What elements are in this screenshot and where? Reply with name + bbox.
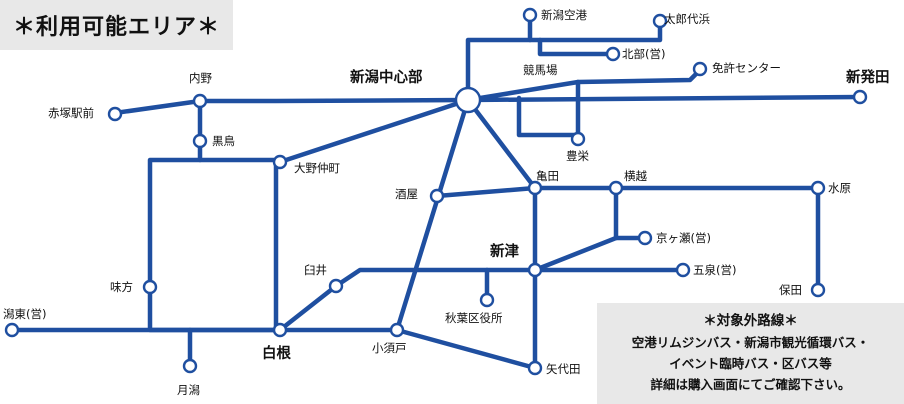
bus-routes <box>9 13 863 371</box>
label-kata-higashi: 潟東(営) <box>3 307 46 321</box>
route-kyogase <box>613 185 648 241</box>
stop-shibata[interactable] <box>852 89 868 105</box>
stop-niigata-center[interactable] <box>454 86 482 114</box>
route-hoei <box>465 79 581 141</box>
note-line-1: 空港リムジンバス・新潟市観光循環バス・ <box>631 335 870 350</box>
route-menkyo <box>575 67 703 85</box>
stop-ajikata[interactable] <box>142 279 158 295</box>
route-center-ohno <box>277 97 471 165</box>
label-kurotori: 黒鳥 <box>212 134 235 148</box>
route-usui-gosen <box>277 267 686 333</box>
stop-akiha-ward[interactable] <box>479 292 495 308</box>
label-hokubu: 北部(営) <box>622 47 665 61</box>
stop-niitsu[interactable] <box>527 262 543 278</box>
label-suibara: 水原 <box>828 181 851 195</box>
label-kosudo: 小須戸 <box>372 341 407 355</box>
stop-yasuda[interactable] <box>810 282 826 298</box>
stop-uchino[interactable] <box>192 93 208 109</box>
label-akatsuka: 赤塚駅前 <box>48 106 94 120</box>
excluded-routes-note: ＊対象外路線＊ 空港リムジンバス・新潟市観光循環バス・ イベント臨時バス・区バス… <box>597 303 904 404</box>
label-akiha-ward: 秋葉区役所 <box>445 311 503 325</box>
stop-kyogase[interactable] <box>637 230 653 246</box>
stop-taroudai-hama[interactable] <box>652 13 668 29</box>
station-labels: 新潟中心部 新潟空港 太郎代浜 北部(営) 競馬場 免許センター 新発田 豊栄 … <box>3 8 890 397</box>
label-menkyo-center: 免許センター <box>712 61 781 75</box>
label-sakaya: 酒屋 <box>395 187 418 201</box>
label-niigata-airport: 新潟空港 <box>541 8 587 22</box>
map-title: ＊利用可能エリア＊ <box>12 15 220 40</box>
route-akatsuka-shibata <box>112 94 863 116</box>
stop-ohnonakamachi[interactable] <box>272 154 288 170</box>
stop-yokogoshi[interactable] <box>608 180 624 196</box>
label-niitsu: 新津 <box>490 242 519 260</box>
label-shirone: 白根 <box>262 344 291 362</box>
stop-suibara[interactable] <box>810 180 826 196</box>
label-taroudai-hama: 太郎代浜 <box>664 12 710 26</box>
route-loop-west <box>147 157 279 333</box>
label-hoei: 豊栄 <box>566 149 589 163</box>
note-title: ＊対象外路線＊ <box>703 313 798 329</box>
route-niitsu-yokogoshi <box>532 235 619 273</box>
label-yashirota: 矢代田 <box>546 362 581 376</box>
stop-yashirota[interactable] <box>527 360 543 376</box>
stop-usui[interactable] <box>328 278 344 294</box>
bus-stops <box>4 7 868 376</box>
stop-gosen[interactable] <box>675 262 691 278</box>
stop-kosudo[interactable] <box>389 322 405 338</box>
route-hoei-loop <box>516 95 581 138</box>
route-hokubu <box>537 37 616 57</box>
stop-sakaya[interactable] <box>429 188 445 204</box>
note-line-3: 詳細は購入画面にてご確認下さい。 <box>650 377 851 392</box>
stop-menkyo-center[interactable] <box>692 61 708 77</box>
stop-shirone[interactable] <box>272 322 288 338</box>
route-taroudai <box>527 19 663 43</box>
stop-tsukigata[interactable] <box>182 358 198 374</box>
stop-kata-higashi[interactable] <box>4 322 20 338</box>
label-shibata: 新発田 <box>846 68 890 86</box>
label-ohnonakamachi: 大野仲町 <box>294 161 340 175</box>
label-kyogase: 京ヶ瀬(営) <box>656 231 711 245</box>
label-usui: 臼井 <box>304 263 327 277</box>
route-sakaya-suibara <box>434 185 821 293</box>
route-center-kameda <box>465 97 538 191</box>
route-airport-trunk <box>465 13 533 103</box>
label-keibajo: 競馬場 <box>523 63 558 77</box>
stop-kurotori[interactable] <box>192 133 208 149</box>
label-yokogoshi: 横越 <box>624 169 647 183</box>
stop-akatsuka[interactable] <box>107 106 123 122</box>
stop-niigata-airport[interactable] <box>522 7 538 23</box>
label-tsukigata: 月潟 <box>177 383 200 397</box>
title-panel: ＊利用可能エリア＊ <box>0 0 233 50</box>
route-center-kosudo <box>394 97 471 333</box>
note-line-2: イベント臨時バス・区バス等 <box>669 356 832 371</box>
label-yasuda: 保田 <box>779 283 802 297</box>
label-kameda: 亀田 <box>536 169 559 183</box>
label-gosen: 五泉(営) <box>693 263 736 277</box>
label-ajikata: 味方 <box>110 280 133 294</box>
route-kosudo-yashirota <box>394 327 538 371</box>
stop-kameda[interactable] <box>527 180 543 196</box>
stop-hoei[interactable] <box>570 131 586 147</box>
stop-hokubu[interactable] <box>605 46 621 62</box>
label-uchino: 内野 <box>189 71 212 85</box>
label-niigata-center: 新潟中心部 <box>350 68 423 86</box>
